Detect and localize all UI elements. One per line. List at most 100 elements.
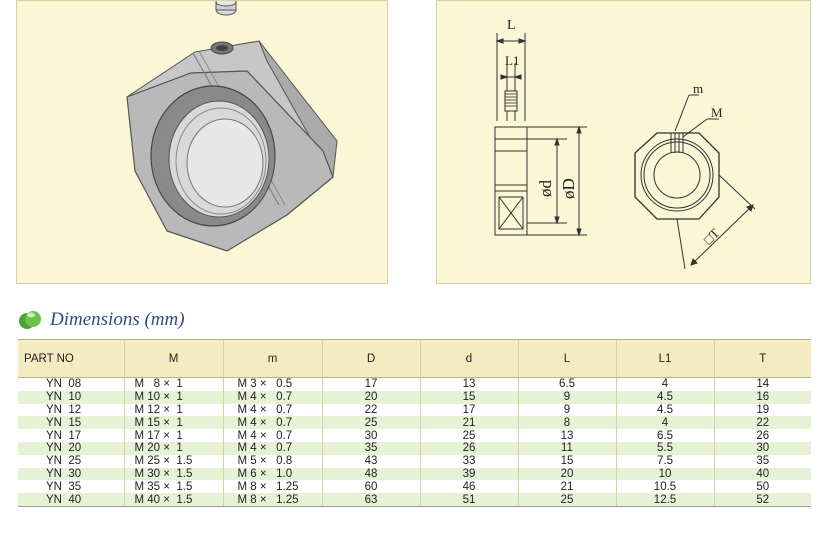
table-cell: M 8 × 1: [123, 377, 223, 391]
table-cell: 43: [321, 454, 420, 468]
table-cell: 9: [517, 403, 616, 417]
table-cell: 9: [517, 390, 616, 404]
table-cell: M 10 × 1: [123, 390, 223, 404]
table-cell: 15: [517, 454, 616, 468]
table-cell: 6.5: [517, 377, 616, 391]
table-cell: M 25 × 1.5: [123, 454, 223, 468]
column-header: PART NO: [18, 339, 124, 378]
table-cell: M 4 × 0.7: [222, 441, 322, 455]
table-cell: 6.5: [615, 429, 714, 442]
nut-dimension-drawing: L L1 ød øD m M □T: [494, 18, 756, 270]
table-cell: YN 30: [18, 467, 124, 481]
table-cell: 11: [517, 441, 616, 455]
table-cell: M 20 × 1: [123, 441, 223, 455]
table-cell: 14: [713, 377, 811, 391]
table-cell: 30: [321, 429, 420, 442]
table-cell: 4.5: [615, 390, 714, 404]
column-header: L1: [615, 339, 714, 378]
label-L1: L1: [505, 53, 519, 68]
table-cell: M 35 × 1.5: [123, 480, 223, 494]
table-cell: M 6 × 1.0: [222, 467, 322, 481]
table-cell: 10.5: [615, 480, 714, 494]
table-cell: 35: [713, 454, 811, 468]
table-cell: 17: [321, 377, 420, 391]
table-cell: M 30 × 1.5: [123, 467, 223, 481]
table-cell: 4.5: [615, 403, 714, 417]
table-cell: M 4 × 0.7: [222, 403, 322, 417]
table-cell: 25: [517, 493, 616, 507]
table-cell: M 3 × 0.5: [222, 377, 322, 391]
table-cell: 17: [419, 403, 518, 417]
column-header: D: [321, 339, 420, 378]
table-cell: 20: [517, 467, 616, 481]
table-cell: M 4 × 0.7: [222, 429, 322, 442]
table-cell: 21: [419, 416, 518, 430]
product-illustration-panel: [16, 0, 388, 284]
table-cell: 51: [419, 493, 518, 507]
column-header: m: [222, 339, 322, 378]
table-cell: 48: [321, 467, 420, 481]
green-bullet-icon: [19, 311, 41, 329]
section-title: Dimensions (mm): [50, 309, 185, 330]
table-cell: 22: [713, 416, 811, 430]
table-cell: 10: [615, 467, 714, 481]
table-cell: YN 17: [18, 429, 124, 442]
table-cell: YN 40: [18, 493, 124, 507]
table-cell: 39: [419, 467, 518, 481]
table-cell: 4: [615, 377, 714, 391]
table-cell: 21: [517, 480, 616, 494]
table-cell: 52: [713, 493, 811, 507]
column-header: T: [713, 339, 811, 378]
table-cell: M 40 × 1.5: [123, 493, 223, 507]
table-cell: M 17 × 1: [123, 429, 223, 442]
table-cell: 22: [321, 403, 420, 417]
table-cell: 25: [419, 429, 518, 442]
table-cell: M 15 × 1: [123, 416, 223, 430]
label-m: m: [693, 81, 703, 96]
table-cell: M 8 × 1.25: [222, 493, 322, 507]
table-cell: YN 12: [18, 403, 124, 417]
set-screw-icon: [215, 1, 237, 16]
label-T: □T: [701, 225, 723, 247]
label-M: M: [711, 105, 723, 120]
table-cell: M 4 × 0.7: [222, 390, 322, 404]
column-header: M: [123, 339, 223, 378]
label-L: L: [507, 18, 516, 33]
column-header: L: [517, 339, 616, 378]
table-cell: YN 10: [18, 390, 124, 404]
table-cell: 63: [321, 493, 420, 507]
label-d: ød: [536, 180, 555, 198]
table-cell: YN 15: [18, 416, 124, 430]
table-cell: 13: [517, 429, 616, 442]
table-cell: M 5 × 0.8: [222, 454, 322, 468]
technical-drawing-panel: L L1 ød øD m M □T: [436, 0, 811, 284]
section-heading: Dimensions (mm): [18, 306, 185, 334]
table-cell: YN 35: [18, 480, 124, 494]
table-cell: 16: [713, 390, 811, 404]
table-cell: 12.5: [615, 493, 714, 507]
table-cell: 33: [419, 454, 518, 468]
table-cell: 19: [713, 403, 811, 417]
table-cell: 25: [321, 416, 420, 430]
table-cell: 50: [713, 480, 811, 494]
table-cell: M 12 × 1: [123, 403, 223, 417]
table-cell: 15: [419, 390, 518, 404]
table-cell: 13: [419, 377, 518, 391]
table-cell: YN 08: [18, 377, 124, 391]
table-cell: YN 25: [18, 454, 124, 468]
table-cell: 40: [713, 467, 811, 481]
table-cell: 26: [419, 441, 518, 455]
nut-3d-illustration: [126, 1, 338, 252]
